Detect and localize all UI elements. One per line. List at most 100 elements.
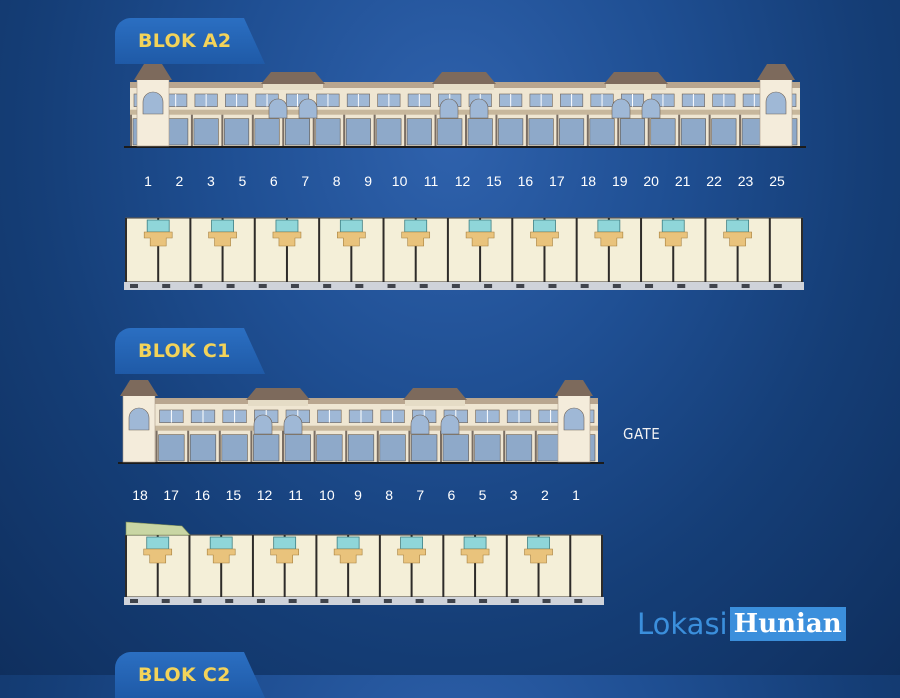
column-base [355, 284, 364, 288]
shopfront [467, 118, 493, 146]
column-base [194, 284, 203, 288]
pillar [708, 114, 711, 146]
shopfront [442, 434, 469, 462]
column-base [484, 284, 493, 288]
shopfront [158, 434, 185, 462]
unit-number: 23 [737, 173, 754, 189]
column-base [193, 599, 202, 603]
unit-number: 5 [238, 173, 247, 189]
unit-number: 21 [674, 173, 691, 189]
block-a2-floor-plan [124, 217, 804, 290]
shopfront [505, 434, 533, 462]
arched-window [469, 98, 489, 119]
shopfront [253, 434, 280, 462]
block-c1-elevation [118, 380, 604, 464]
block-c1-label: BLOK C1 [138, 340, 231, 362]
corner-tower [136, 77, 170, 147]
unit-number: 7 [416, 487, 425, 503]
unit-number: 17 [549, 173, 565, 189]
arched-window [410, 414, 430, 435]
arched-window [440, 414, 460, 435]
sidewalk [124, 597, 604, 605]
gable-roof [246, 388, 310, 400]
toilet-block [594, 231, 624, 247]
column-base [130, 599, 138, 603]
shopfront [559, 118, 585, 146]
shopfront [619, 118, 646, 146]
toilet-block [143, 231, 173, 247]
unit-number: 1 [144, 173, 152, 189]
unit-number: 8 [385, 487, 394, 503]
tower-roof [555, 380, 593, 396]
tower-roof [134, 64, 172, 80]
shopfront [193, 118, 219, 146]
toilet-block [658, 231, 688, 247]
floor-band [124, 425, 598, 431]
stair-core [463, 536, 487, 550]
toilet-block [460, 548, 490, 564]
ground-line [118, 462, 604, 464]
column-base [161, 599, 170, 603]
pillar [534, 430, 537, 462]
pillar [250, 430, 253, 462]
unit-number: 16 [517, 173, 534, 189]
stair-core [273, 536, 297, 550]
column-base [677, 284, 686, 288]
column-base [352, 599, 361, 603]
unit-number: 15 [225, 487, 242, 503]
pillar [556, 114, 559, 146]
block-c1-floor-plan [124, 521, 604, 605]
column-base [709, 284, 718, 288]
column-base [542, 599, 551, 603]
column-base [320, 599, 329, 603]
toilet-block [397, 548, 426, 564]
gable-roof [432, 72, 496, 84]
gable-trim [248, 400, 308, 406]
unit-number: 12 [256, 487, 273, 503]
pillar [373, 114, 376, 146]
shopfront [711, 118, 737, 146]
ground-line [124, 146, 806, 148]
shopfront [284, 434, 311, 462]
column-base [548, 284, 557, 288]
unit-number: 7 [301, 173, 310, 189]
block-a2-tab: BLOK A2 [115, 18, 265, 64]
column-base [256, 599, 265, 603]
block-c2-tab: BLOK C2 [115, 652, 265, 698]
shopfront [345, 118, 371, 146]
shopfront [315, 118, 341, 146]
parapet [124, 398, 598, 404]
shopfront [379, 434, 406, 462]
column-base [258, 284, 267, 288]
unit-number: 10 [391, 173, 408, 189]
column-base [162, 284, 171, 288]
column-base [773, 284, 782, 288]
toilet-block [524, 548, 553, 564]
shopfront [254, 118, 280, 146]
pillar [282, 430, 284, 462]
toilet-block [401, 231, 431, 247]
shopfront [284, 118, 311, 146]
shopfront [189, 434, 217, 462]
unit-number: 25 [769, 173, 785, 189]
shopfront [224, 118, 250, 146]
unit-number: 16 [194, 487, 211, 503]
arched-window [298, 98, 318, 119]
unit-number: 20 [643, 173, 659, 189]
gable-trim [405, 400, 465, 406]
pillar [221, 114, 224, 146]
toilet-block [206, 548, 236, 564]
toilet-block [333, 548, 363, 564]
arched-window [641, 98, 661, 119]
gable-trim [263, 84, 323, 90]
unit-number: 22 [706, 173, 722, 189]
toilet-block [272, 231, 302, 247]
unit-number: 19 [611, 173, 628, 189]
pillar [313, 430, 316, 462]
pillar [647, 114, 650, 146]
unit-number: 6 [447, 487, 456, 503]
pillar [345, 430, 348, 462]
column-base [226, 284, 235, 288]
arched-window [253, 414, 273, 435]
column-base [510, 599, 519, 603]
